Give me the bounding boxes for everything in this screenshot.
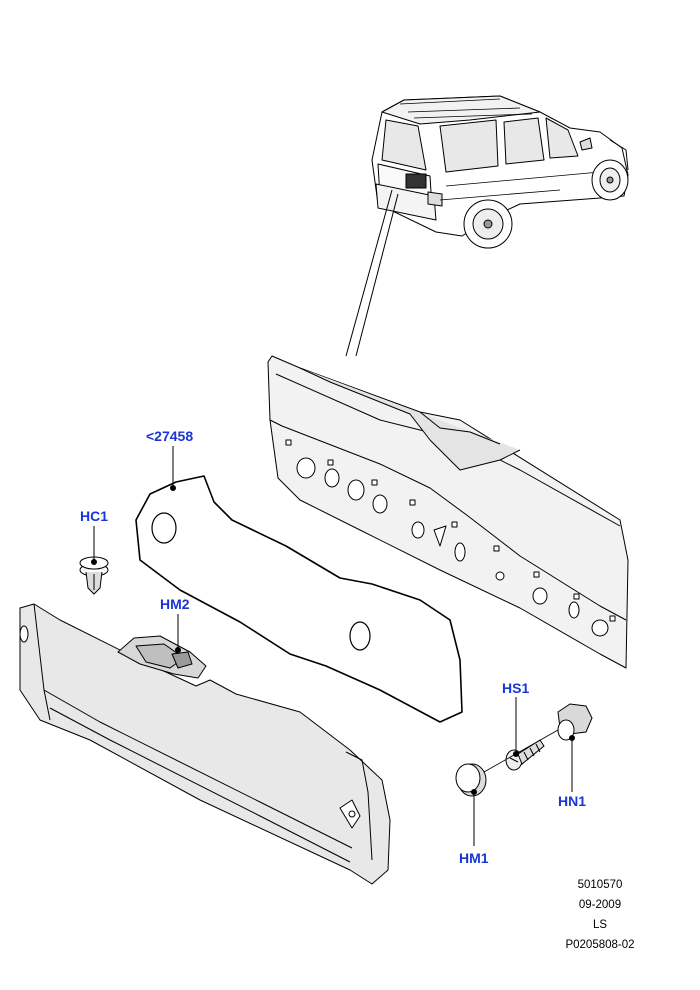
callout-hs1[interactable]: HS1 — [502, 680, 530, 696]
hn1-nut — [557, 703, 593, 741]
illustration-date: 09-2009 — [578, 899, 622, 911]
vehicle-illustration — [371, 95, 629, 249]
callout-hn1[interactable]: HN1 — [558, 793, 587, 809]
hs1-screw — [505, 739, 545, 771]
part-reference: P0205808-02 — [565, 939, 635, 951]
illustration-id: 5010570 — [577, 879, 623, 891]
callout-hc1[interactable]: HC1 — [80, 508, 109, 524]
model-code: LS — [592, 919, 608, 931]
gasket-membrane — [135, 475, 463, 723]
hc1-clip — [79, 556, 109, 595]
hm1-plug — [455, 763, 487, 797]
hm2-bracket — [117, 635, 207, 679]
illustration-reference-block: 5010570 09-2009 LS P0205808-02 — [560, 875, 640, 955]
callout-hm2[interactable]: HM2 — [160, 596, 190, 612]
callout-hm1[interactable]: HM1 — [459, 850, 489, 866]
vehicle-leader-lines — [345, 189, 399, 357]
callout-gasket[interactable]: <27458 — [146, 428, 194, 444]
callout-leaders — [91, 446, 575, 846]
tailgate-inner-panel — [267, 355, 629, 669]
